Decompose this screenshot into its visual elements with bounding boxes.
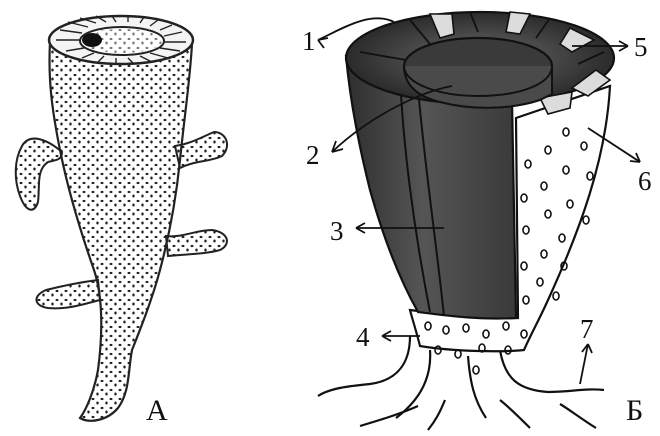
callout-label-1: 1 (302, 26, 316, 56)
callout-label-6: 6 (638, 166, 652, 196)
callout-label-4: 4 (356, 322, 370, 352)
schematic-cup (318, 12, 614, 430)
callout-label-2: 2 (306, 140, 320, 170)
callout-label-5: 5 (634, 32, 648, 62)
callout-label-7: 7 (580, 314, 594, 344)
fossil-body (49, 42, 192, 421)
callout-label-3: 3 (330, 216, 344, 246)
fossil-dark-spot (82, 33, 102, 47)
panel-label-a: А (146, 394, 168, 427)
fossil-specimen (16, 16, 227, 421)
fossil-branch-left (16, 139, 62, 210)
fossil-branch-right-lower (166, 230, 227, 256)
fossil-branch-left-lower (36, 280, 100, 308)
panel-label-b: Б (626, 394, 643, 427)
